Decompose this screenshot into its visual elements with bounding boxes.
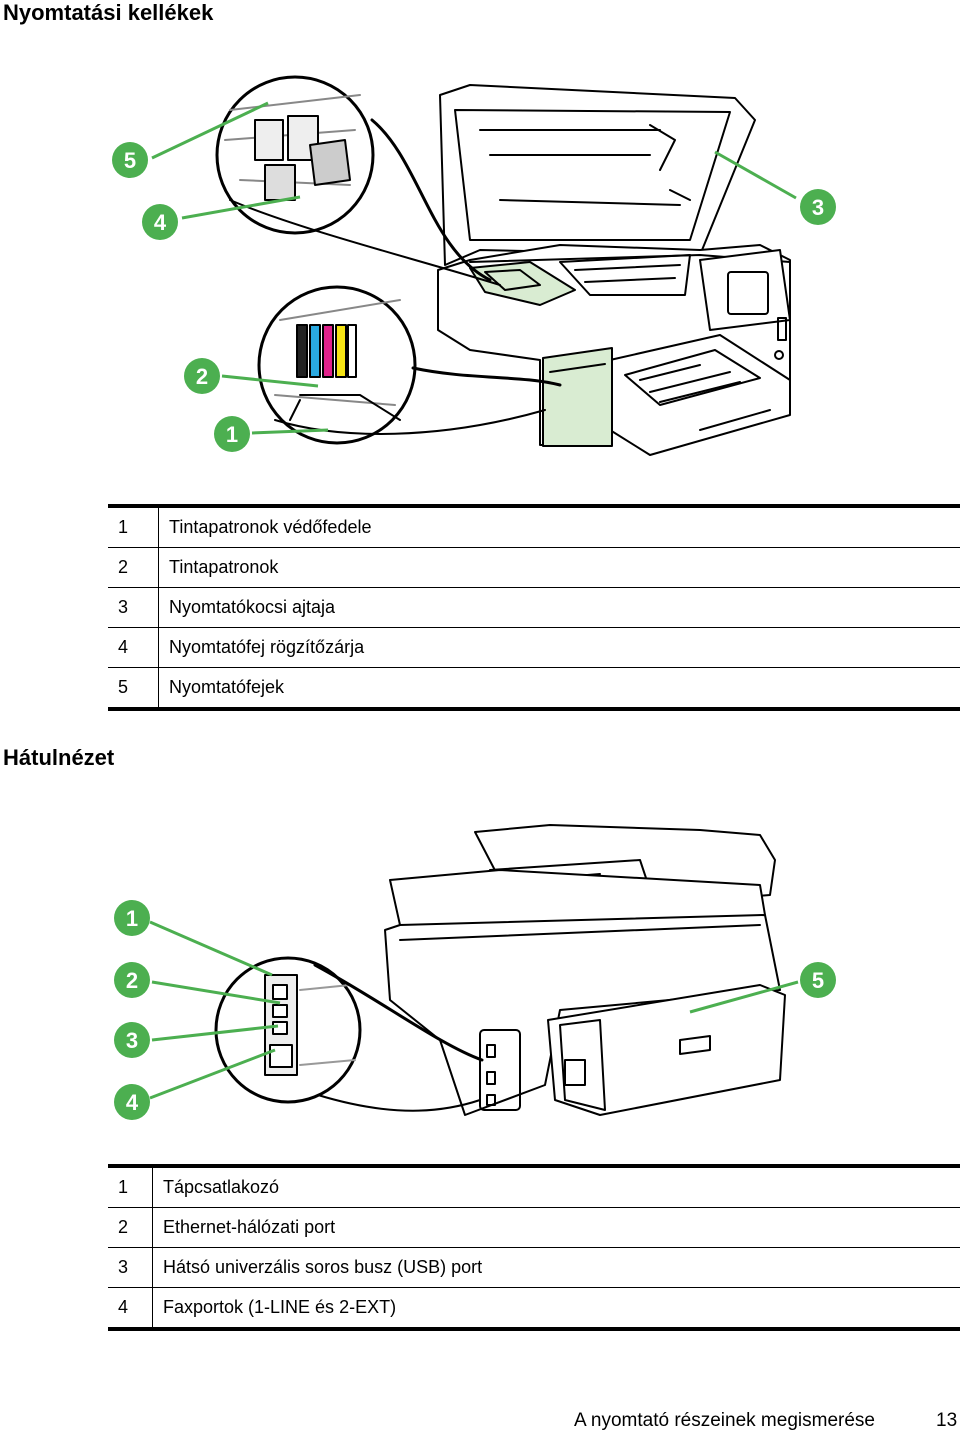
section-title-supplies: Nyomtatási kellékek <box>3 0 214 25</box>
printer-supplies-illustration: 5 4 3 2 1 <box>112 75 836 456</box>
table-row: 4 Nyomtatófej rögzítőzárja <box>108 627 960 668</box>
footer-chapter-title: A nyomtató részeinek megismerése <box>574 1410 875 1431</box>
callout-number: 1 <box>226 422 238 447</box>
callout-number: 5 <box>124 148 136 173</box>
row-label: Faxportok (1-LINE és 2-EXT) <box>163 1297 397 1317</box>
table-row: 3 Nyomtatókocsi ajtaja <box>108 587 960 628</box>
row-label: Tintapatronok védőfedele <box>158 506 960 548</box>
callout-marker <box>800 189 836 225</box>
callout-marker <box>114 900 150 936</box>
callout-number: 2 <box>196 364 208 389</box>
row-number: 5 <box>108 667 159 709</box>
row-label: Tintapatronok <box>158 547 960 588</box>
callout-marker <box>142 204 178 240</box>
rear-view-legend-table: 1 Tápcsatlakozó 2 Ethernet-hálózati port… <box>108 1164 960 1331</box>
callout-number: 3 <box>812 195 824 220</box>
table-row: 1 Tintapatronok védőfedele <box>108 506 960 548</box>
row-label: Ethernet-hálózati port <box>152 1207 960 1248</box>
table-row: 4 Faxportok (1-LINE és 2-EXT) <box>108 1287 960 1329</box>
row-number: 4 <box>108 1287 153 1329</box>
callout-number: 3 <box>126 1028 138 1053</box>
row-label: Nyomtatófejek <box>169 677 285 697</box>
callout-marker <box>800 962 836 998</box>
table-row: 5 Nyomtatófejek <box>108 667 960 709</box>
row-number: 4 <box>108 627 159 668</box>
callout-marker <box>114 1022 150 1058</box>
table-row: 1 Tápcsatlakozó <box>108 1166 960 1208</box>
callout-number: 4 <box>154 210 167 235</box>
callout-number: 4 <box>126 1090 139 1115</box>
supplies-legend-table: 1 Tintapatronok védőfedele 2 Tintapatron… <box>108 504 960 711</box>
callout-marker <box>214 416 250 452</box>
callout-marker <box>184 358 220 394</box>
table-row: 2 Ethernet-hálózati port <box>108 1207 960 1248</box>
callout-number: 5 <box>812 968 824 993</box>
row-number: 1 <box>108 1166 153 1208</box>
page-number: 13 <box>936 1410 958 1431</box>
section-title-rear-view: Hátulnézet <box>3 745 115 770</box>
row-number: 2 <box>108 547 159 588</box>
callout-number: 1 <box>126 906 138 931</box>
table-row: 2 Tintapatronok <box>108 547 960 588</box>
row-number: 2 <box>108 1207 153 1248</box>
row-label: Tápcsatlakozó <box>152 1166 960 1208</box>
callout-marker <box>112 142 148 178</box>
table-row: 3 Hátsó univerzális soros busz (USB) por… <box>108 1247 960 1288</box>
row-number: 3 <box>108 587 159 628</box>
row-label: Hátsó univerzális soros busz (USB) port <box>152 1247 960 1288</box>
row-label: Nyomtatókocsi ajtaja <box>158 587 960 628</box>
row-number: 3 <box>108 1247 153 1288</box>
row-label: Nyomtatófej rögzítőzárja <box>158 627 960 668</box>
row-number: 1 <box>108 506 159 548</box>
callout-number: 2 <box>126 968 138 993</box>
printer-rear-view-illustration: 1 2 3 4 5 <box>114 824 836 1120</box>
callout-marker <box>114 962 150 998</box>
callout-marker <box>114 1084 150 1120</box>
